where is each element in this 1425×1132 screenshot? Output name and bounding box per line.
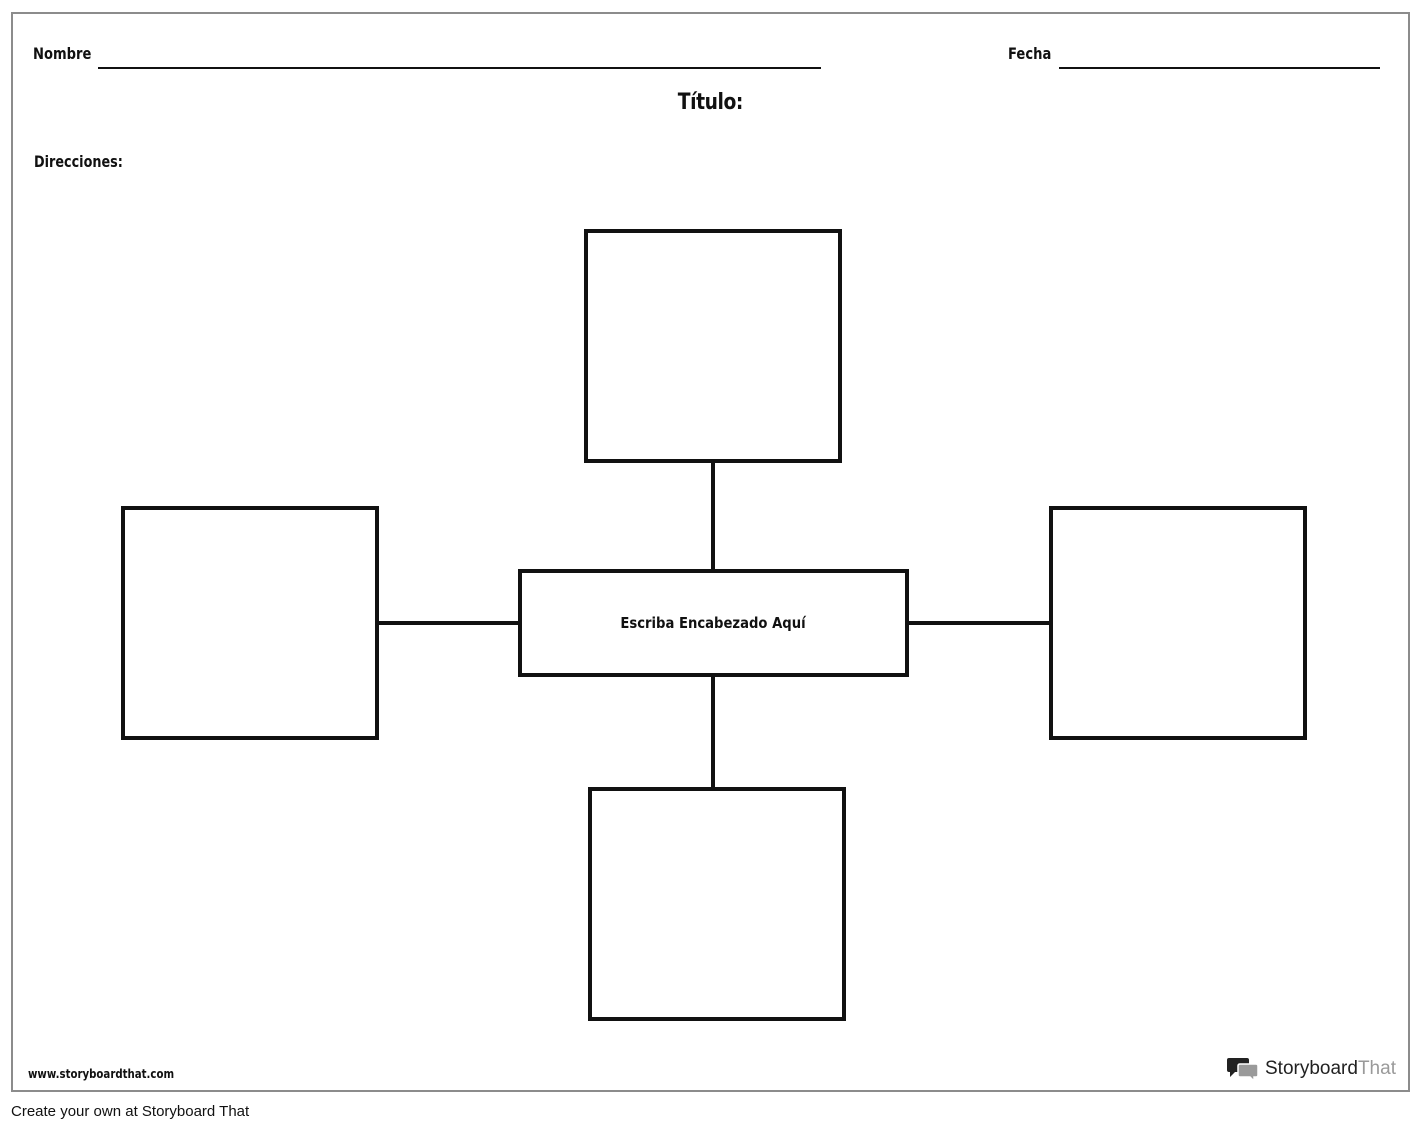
directions-label: Direcciones: bbox=[34, 152, 123, 171]
title-text: Título: bbox=[677, 90, 744, 115]
box-bottom bbox=[588, 787, 846, 1021]
spider-map-diagram: Escriba Encabezado Aquí bbox=[121, 229, 1307, 1021]
box-right bbox=[1049, 506, 1307, 740]
worksheet: Nombre Fecha Título: Direcciones: Escrib… bbox=[11, 12, 1410, 1092]
box-top bbox=[584, 229, 842, 463]
name-label: Nombre bbox=[33, 44, 92, 63]
date-label: Fecha bbox=[1008, 44, 1052, 63]
brand-wordmark: StoryboardThat bbox=[1265, 1058, 1396, 1080]
box-left bbox=[121, 506, 379, 740]
create-your-own-link[interactable]: Create your own at Storyboard That bbox=[11, 1103, 250, 1120]
center-heading-text: Escriba Encabezado Aquí bbox=[620, 615, 806, 632]
brand-dark: Storyboard bbox=[1265, 1058, 1358, 1079]
center-box bbox=[518, 569, 909, 677]
date-line bbox=[1059, 67, 1380, 69]
footer-url: www.storyboardthat.com bbox=[28, 1067, 175, 1081]
name-line bbox=[98, 67, 821, 69]
brand-light: That bbox=[1357, 1058, 1396, 1079]
title-heading: Título: bbox=[13, 90, 1408, 115]
speech-bubbles-icon bbox=[1227, 1058, 1259, 1082]
storyboardthat-logo: StoryboardThat bbox=[1227, 1056, 1396, 1082]
